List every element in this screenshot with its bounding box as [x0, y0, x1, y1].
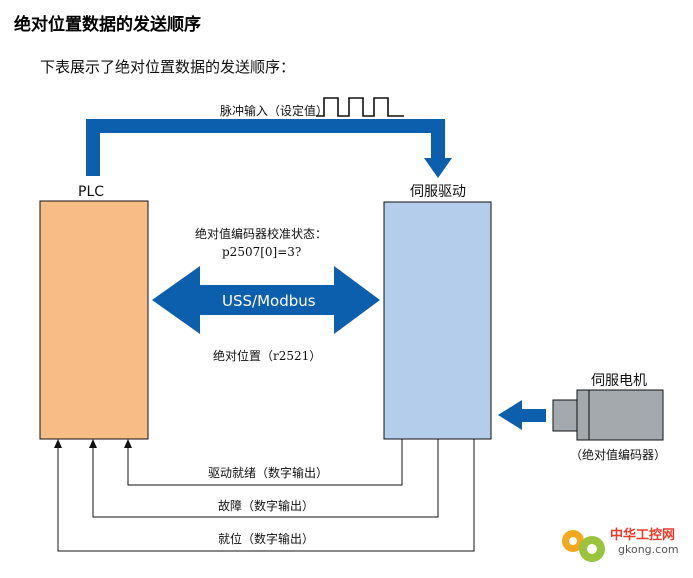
servo-motor-body [576, 389, 664, 441]
signal-line-in-position [54, 439, 475, 552]
pulse-input-arrowhead [424, 158, 452, 178]
pulse-input-arrow [86, 119, 445, 176]
calibration-status-label: 绝对值编码器校准状态： [195, 226, 327, 241]
signal-label-drive-ready: 驱动就绪（数字输出） [208, 465, 328, 480]
servo-motor-label: 伺服电机 [591, 373, 647, 389]
signal-line-fault [89, 439, 439, 518]
encoder-label: （绝对值编码器） [570, 447, 666, 462]
motor-feedback-arrow-shaft [520, 409, 546, 422]
signal-label-fault: 故障（数字输出） [218, 498, 314, 513]
watermark-brand: 中华工控网 [610, 527, 675, 543]
page-title: 绝对位置数据的发送顺序 [14, 15, 201, 35]
signal-line-drive-ready [124, 439, 403, 486]
watermark-site: gkong.com [618, 543, 679, 556]
servo-drive-block [383, 201, 492, 440]
signal-label-in-position: 就位（数字输出） [218, 531, 314, 546]
pulse-waveform [316, 97, 404, 117]
servo-motor-shaft [552, 399, 578, 432]
calibration-parameter-label: p2507[0]=3? [222, 245, 301, 259]
pulse-input-label: 脉冲输入（设定值） [220, 103, 328, 118]
servo-drive-label: 伺服驱动 [410, 184, 466, 200]
bus-double-arrow [152, 266, 380, 334]
watermark-logo [562, 530, 605, 562]
motor-feedback-arrowhead [498, 400, 522, 430]
plc-block [39, 200, 149, 440]
bus-label: USS/Modbus [222, 292, 316, 310]
absolute-position-label: 绝对位置（r2521） [213, 348, 321, 363]
intro-text: 下表展示了绝对位置数据的发送顺序： [40, 58, 296, 76]
plc-label: PLC [78, 184, 104, 200]
